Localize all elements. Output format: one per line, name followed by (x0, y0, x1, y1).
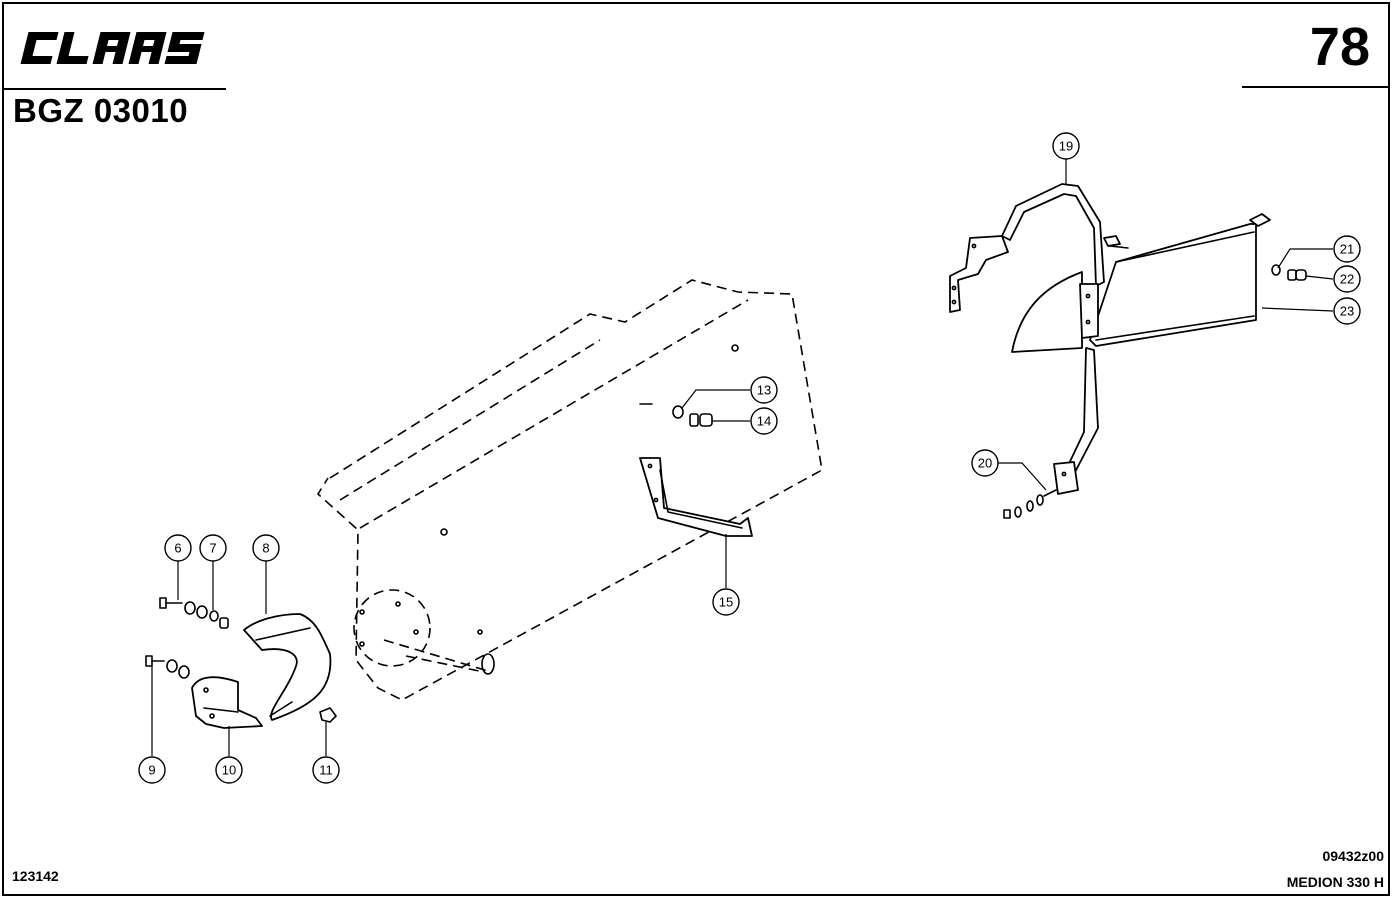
part-15-bracket (639, 457, 753, 537)
svg-text:19: 19 (1059, 139, 1073, 154)
housing-outline (316, 279, 823, 701)
svg-text:14: 14 (757, 414, 771, 429)
callout-21: 21 (1333, 235, 1361, 263)
group-code: BGZ 03010 (13, 92, 189, 129)
footer-drawing-ref: 09432z00 (1322, 848, 1384, 864)
callout-9: 9 (138, 756, 166, 784)
callout-10: 10 (215, 756, 243, 784)
header-rule-left (4, 88, 226, 90)
footer-left-number: 123142 (12, 868, 59, 884)
callout-23: 23 (1333, 297, 1361, 325)
svg-text:21: 21 (1340, 242, 1354, 257)
leader-lines (151, 159, 1334, 756)
svg-text:7: 7 (209, 541, 216, 556)
svg-text:10: 10 (222, 763, 236, 778)
svg-text:9: 9 (148, 763, 155, 778)
callout-22: 22 (1333, 265, 1361, 293)
fasteners-left (145, 597, 337, 723)
callout-19: 19 (1052, 132, 1080, 160)
callout-15: 15 (712, 588, 740, 616)
callout-11: 11 (312, 756, 340, 784)
footer-model: MEDION 330 H (1286, 874, 1384, 890)
part-13-14-fasteners (639, 403, 713, 427)
svg-text:23: 23 (1340, 304, 1354, 319)
callout-7: 7 (199, 534, 227, 562)
svg-text:13: 13 (757, 383, 771, 398)
svg-text:6: 6 (174, 541, 181, 556)
svg-text:8: 8 (262, 541, 269, 556)
page-number: 78 (1309, 17, 1370, 77)
header-rule-right (1242, 86, 1388, 88)
callout-13: 13 (750, 376, 778, 404)
part-23-plate (1011, 213, 1271, 353)
part-8-shield (243, 613, 332, 721)
callout-8: 8 (252, 534, 280, 562)
fasteners-right (1003, 264, 1307, 519)
callout-20: 20 (971, 449, 999, 477)
part-10-shield (191, 676, 263, 729)
svg-text:15: 15 (719, 595, 733, 610)
callout-6: 6 (164, 534, 192, 562)
callout-14: 14 (750, 407, 778, 435)
svg-text:11: 11 (319, 763, 333, 778)
brand-logo (20, 32, 205, 64)
svg-text:20: 20 (978, 456, 992, 471)
svg-text:22: 22 (1340, 272, 1354, 287)
